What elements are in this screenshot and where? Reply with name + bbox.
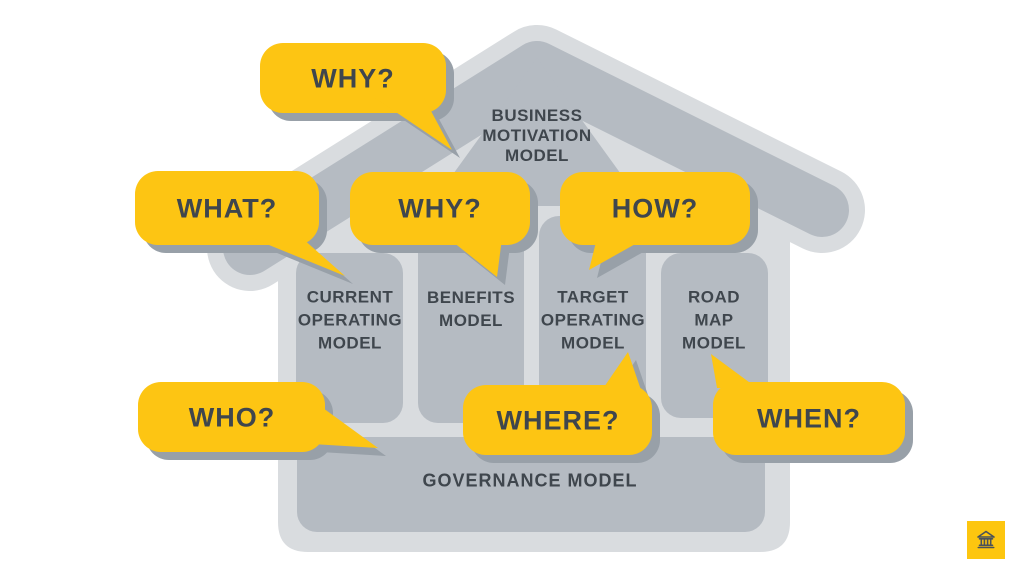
- speech-bubble-who: [138, 382, 386, 460]
- speech-bubble-what: [135, 171, 353, 284]
- house-roof-gable: [430, 58, 644, 206]
- corner-logo-badge: [967, 521, 1005, 559]
- pillar-current-operating-model: [296, 253, 403, 423]
- speech-bubble-when: [711, 354, 913, 463]
- speech-bubble-how: [560, 172, 758, 278]
- speech-bubble-why-center: [350, 172, 538, 285]
- governance-base-band: [297, 437, 765, 532]
- speech-bubble-where: [463, 352, 660, 463]
- speech-bubble-why-top: [260, 43, 460, 158]
- bank-icon: [977, 530, 995, 549]
